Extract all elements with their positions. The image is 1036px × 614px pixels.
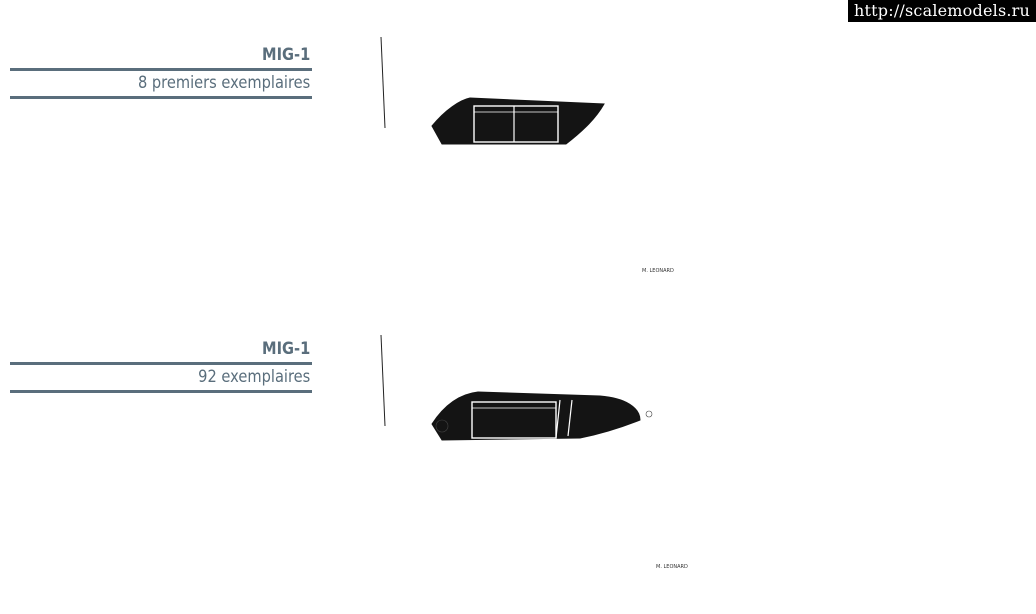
caption-bottom: MIG-1 92 exemplaires xyxy=(10,338,312,393)
aircraft-profile-short-canopy: M. LEONARD xyxy=(380,36,674,274)
artist-signature: M. LEONARD xyxy=(656,564,688,570)
caption-top: MIG-1 8 premiers exemplaires xyxy=(10,44,312,99)
artist-signature: M. LEONARD xyxy=(642,268,674,274)
model-title: MIG-1 xyxy=(262,45,311,65)
canopy xyxy=(431,97,605,145)
caption-rule xyxy=(10,390,312,393)
model-title: MIG-1 xyxy=(262,339,311,359)
variant-label: 92 exemplaires xyxy=(198,367,311,387)
airframe xyxy=(380,334,386,427)
variant-label: 8 premiers exemplaires xyxy=(137,73,311,93)
canopy xyxy=(431,391,653,441)
caption-rule xyxy=(10,362,312,365)
caption-rule xyxy=(10,96,312,99)
airframe xyxy=(380,36,386,129)
aircraft-profile-long-canopy: M. LEONARD xyxy=(380,334,688,570)
caption-rule xyxy=(10,68,312,71)
watermark-url[interactable]: http://scalemodels.ru xyxy=(848,0,1036,22)
